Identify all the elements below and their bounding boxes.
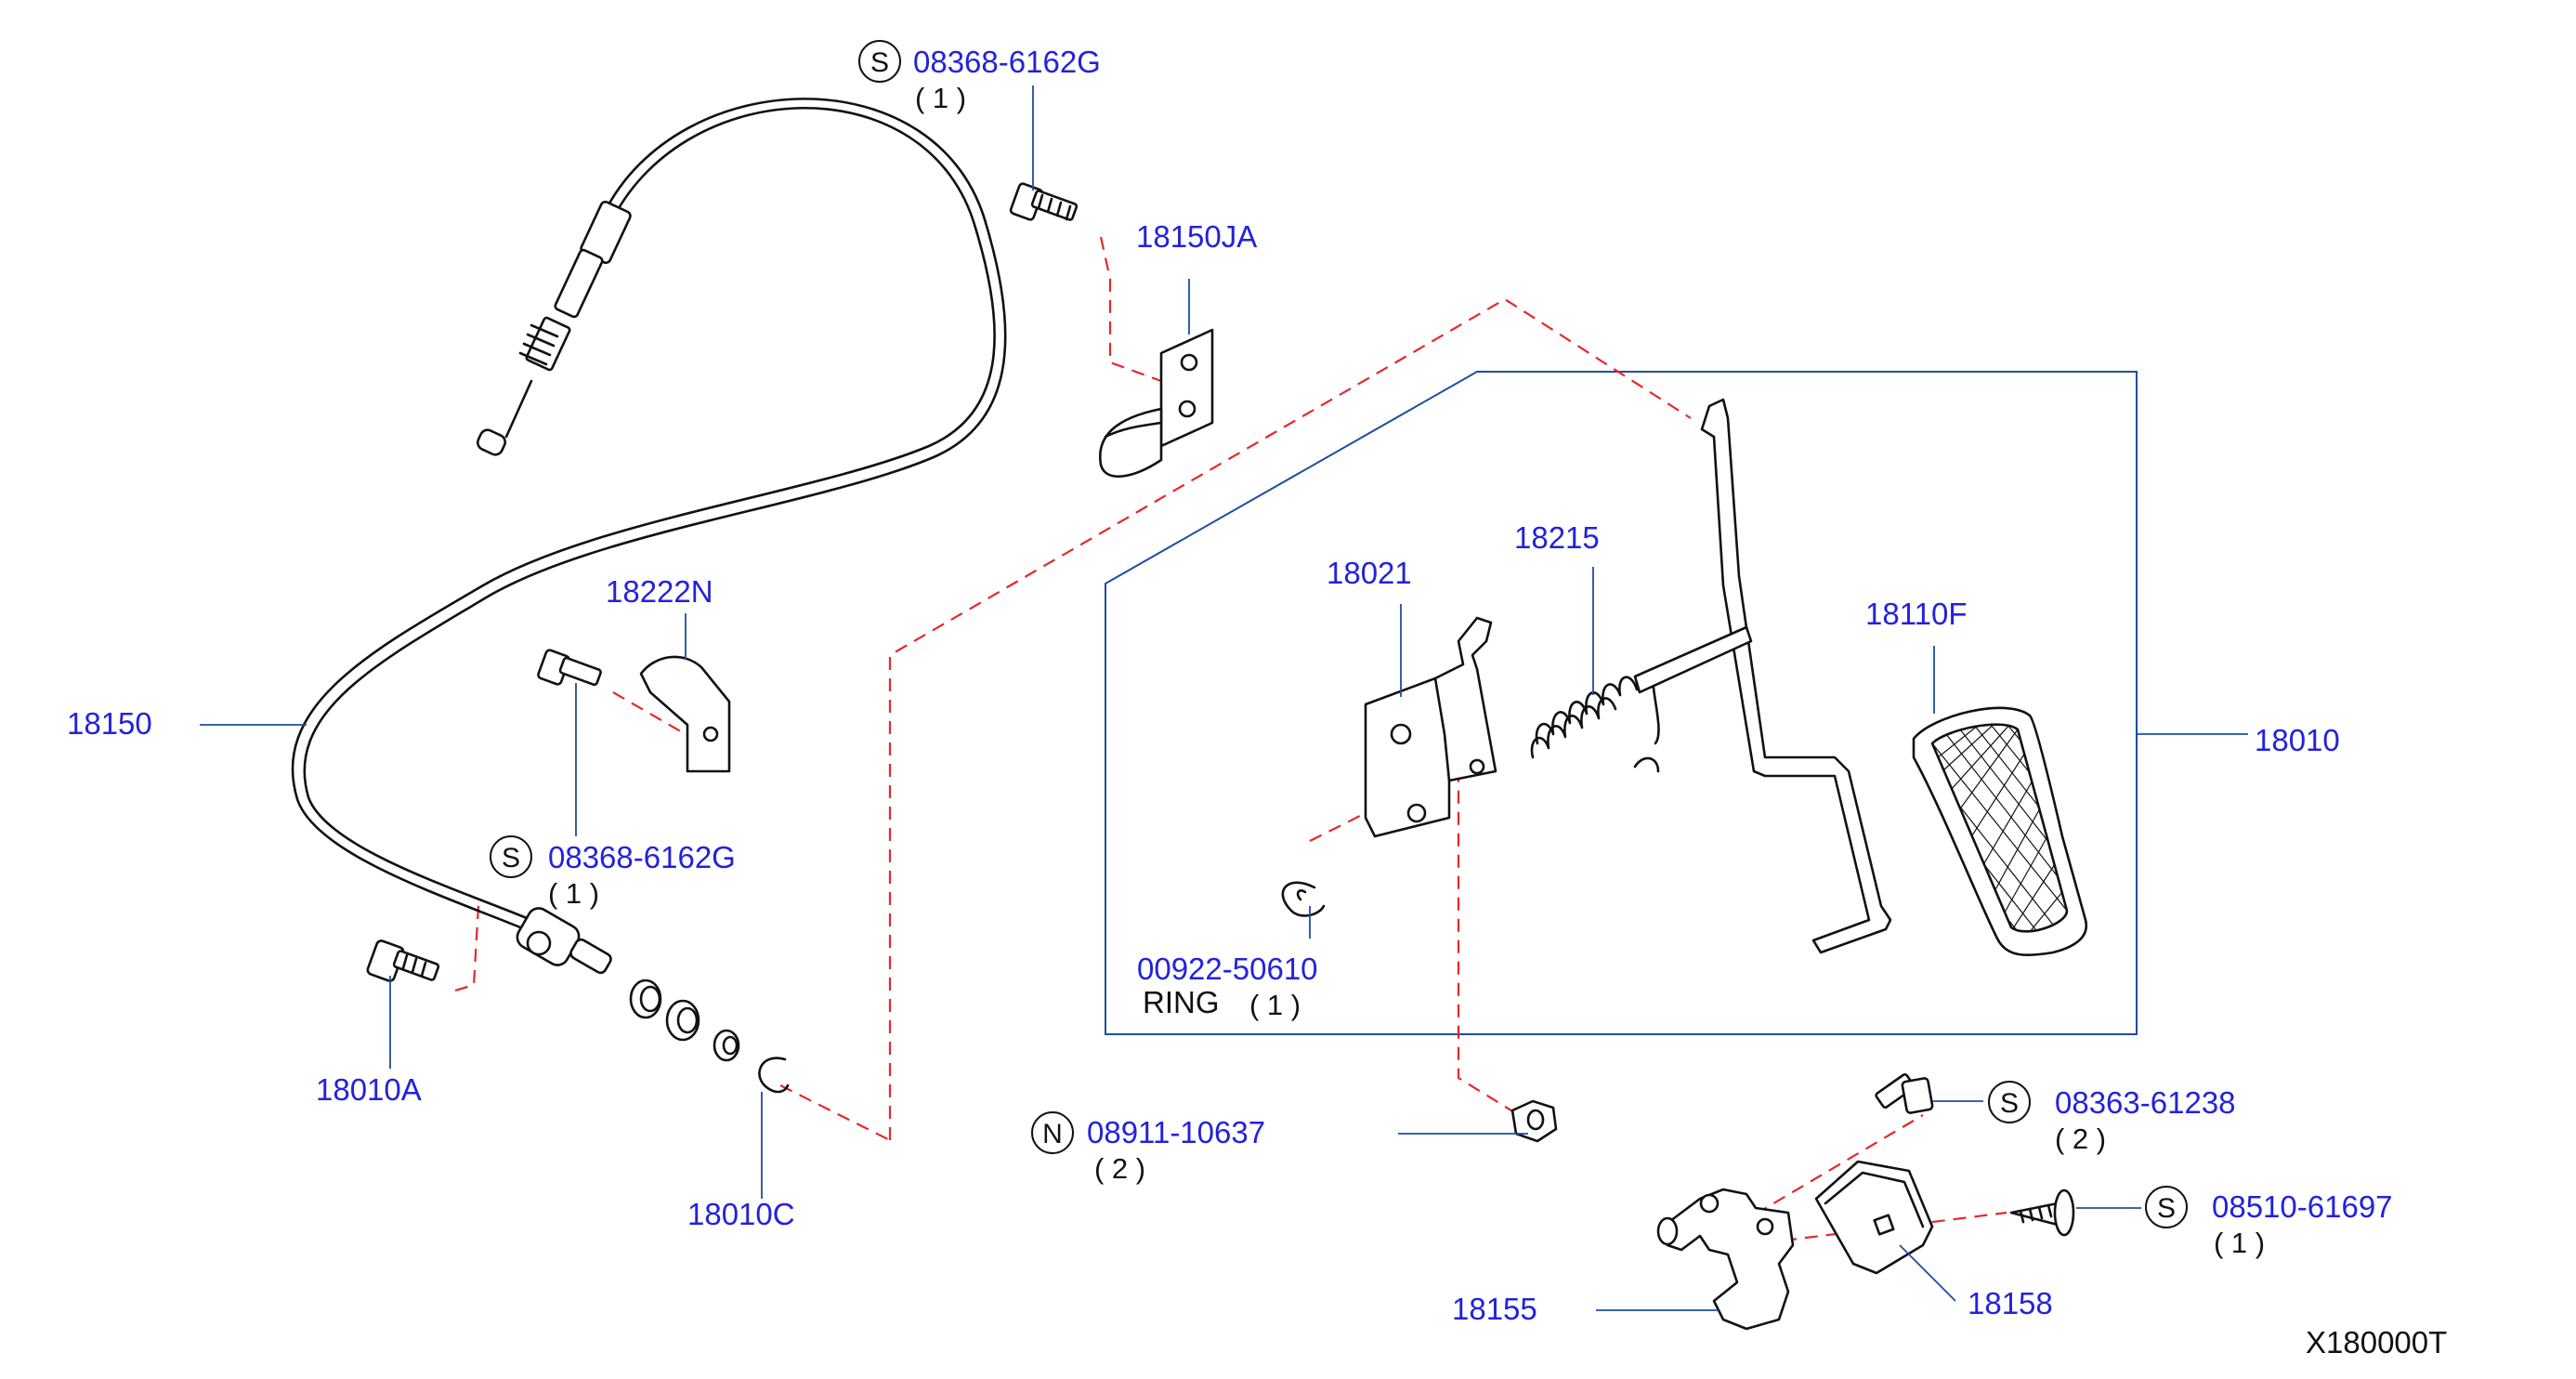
diagram-id: X180000T [2306, 1325, 2447, 1359]
ring-number: 00922-50610 [1137, 952, 1318, 986]
nut-number: 08911-10637 [1087, 1115, 1265, 1149]
bolt-top-number: 08368-6162G [913, 45, 1101, 79]
screw-right-part [2009, 1189, 2075, 1237]
cable-end-bushings [629, 978, 740, 1062]
bolt-right-prefix: S [2000, 1088, 2019, 1119]
prefix-circles: S S N S S [490, 40, 2188, 1228]
spring-18215-number: 18215 [1514, 520, 1600, 555]
bolt-18010a-part [366, 939, 440, 982]
bracket-18150ja-number: 18150JA [1136, 219, 1257, 254]
leader-lines [200, 85, 2248, 1311]
bolt-top-qty: ( 1 ) [915, 82, 966, 114]
clip-18010c-number: 18010C [687, 1197, 795, 1231]
screw-right-prefix: S [2157, 1193, 2176, 1224]
part-labels: 08368-6162G ( 1 ) 18150JA 18222N 18150 0… [67, 45, 2447, 1359]
ring-qty: ( 1 ) [1249, 989, 1301, 1021]
cable-18150-number: 18150 [67, 706, 152, 741]
bracket-18021-number: 18021 [1327, 556, 1412, 590]
nut-qty: ( 2 ) [1094, 1152, 1145, 1185]
pedal-assembly-frame [1105, 371, 2138, 1035]
accelerator-cable-18150 [291, 98, 1007, 975]
nut-prefix: N [1042, 1119, 1063, 1149]
stopper-18158-part [1814, 1160, 1934, 1275]
screw-right-number: 08510-61697 [2212, 1189, 2393, 1224]
bracket-18155-part [1656, 1188, 1795, 1331]
bolt-right-part [1875, 1073, 1934, 1114]
pedal-pad-18110f-part [1912, 706, 2088, 957]
bolt-mid-qty: ( 1 ) [548, 877, 599, 910]
ring-part [1281, 881, 1326, 917]
bolt-18010a-number: 18010A [316, 1072, 422, 1107]
pad-18110f-number: 18110F [1865, 597, 1967, 631]
pedal-arm-part [1633, 398, 1892, 954]
ring-label: RING [1143, 985, 1220, 1019]
bolt-top-prefix: S [870, 47, 889, 78]
bolt-top-part [1009, 182, 1079, 221]
bolt-mid-prefix: S [502, 843, 520, 873]
bolt-right-qty: ( 2 ) [2055, 1123, 2106, 1155]
clip-18010c-part [758, 1057, 790, 1094]
bracket-18150ja-part [1098, 328, 1214, 478]
stopper-18158-number: 18158 [1968, 1286, 2053, 1320]
bolt-right-number: 08363-61238 [2055, 1085, 2236, 1120]
nut-part [1510, 1099, 1558, 1143]
clip-18222n-number: 18222N [606, 574, 713, 609]
bolt-mid-number: 08368-6162G [548, 840, 736, 874]
bracket-18021-part [1364, 616, 1497, 838]
screw-right-qty: ( 1 ) [2214, 1227, 2265, 1259]
clip-18222n-part [537, 649, 731, 773]
assembly-dash-lines [448, 236, 2007, 1242]
assembly-18010-number: 18010 [2255, 723, 2340, 757]
bracket-18155-number: 18155 [1452, 1292, 1537, 1326]
